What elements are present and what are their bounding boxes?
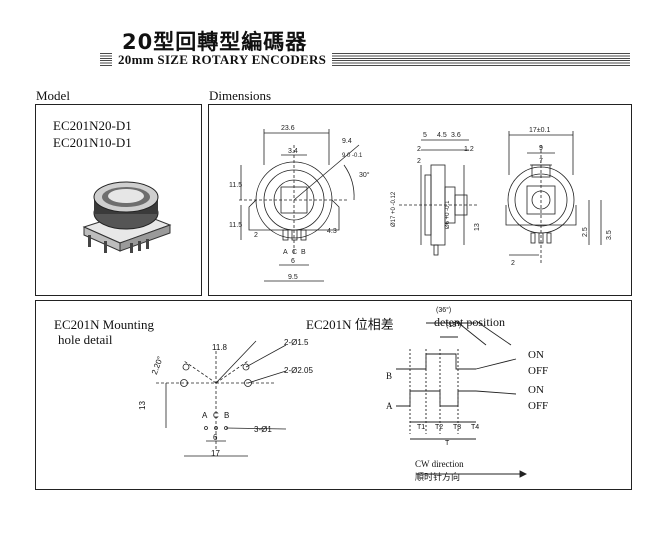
side-dim-d6: Ø6 +0 -0.1 (445, 200, 451, 229)
dimensions-panel: 23.6 9.4 9 0 -0.1 3.4 11.5 11.5 2 4.3 6 … (208, 104, 632, 296)
rear-dim-9: 9 (539, 145, 543, 152)
dim-9-5: 9.5 (288, 274, 298, 281)
side-dim-5: 5 (423, 132, 427, 139)
side-dim-2b: 2 (417, 158, 421, 165)
mount-pin-c: C (213, 411, 219, 420)
dim-3-4: 3.4 (288, 148, 298, 155)
mounting-title: EC201N Mounting (54, 317, 155, 332)
dim-23-6: 23.6 (281, 125, 295, 132)
b-on: ON (528, 349, 544, 361)
mount-dim-17: 17 (211, 449, 220, 458)
dim-11-5-top: 11.5 (229, 182, 242, 189)
side-dim-d17: Ø17 +0 -0.12 (391, 191, 397, 227)
t3: T3 (453, 424, 462, 431)
dim-6: 6 (291, 258, 295, 265)
mount-dim-6: 6 (213, 433, 218, 442)
t1: T1 (417, 424, 426, 431)
dim-angle: 30° (359, 171, 370, 179)
model-name-2: EC201N10-D1 (53, 135, 132, 150)
pin-c: C (292, 249, 297, 256)
side-dim-4-5: 4.5 (437, 132, 447, 139)
side-dim-3-6: 3.6 (451, 132, 461, 139)
mount-dim-13: 13 (137, 401, 147, 410)
mounting-subtitle: hole detail (58, 332, 113, 347)
model-label: Model (36, 88, 70, 103)
rear-dim-2-5: 2.5 (582, 227, 589, 237)
a-off: OFF (528, 400, 549, 412)
channel-a: A (386, 401, 393, 411)
dim-9: 9 0 -0.1 (342, 153, 363, 159)
mount-pin-b: B (224, 411, 230, 420)
t4: T4 (471, 424, 480, 431)
phase-title: EC201N 位相差 (306, 317, 394, 332)
cw-direction-cn: 順时针方向 (415, 473, 461, 483)
pin-a: A (283, 249, 288, 256)
rear-dim-3-5: 3.5 (606, 230, 613, 240)
mount-hole-2-05: 2-Ø2.05 (284, 366, 313, 375)
detent-label: detent position (434, 315, 505, 329)
model-name-1: EC201N20-D1 (53, 118, 132, 133)
rear-view (505, 131, 602, 265)
b-off: OFF (528, 365, 549, 377)
dimensions-label: Dimensions (209, 88, 272, 103)
mount-pin-a: A (202, 411, 208, 420)
a-on: ON (528, 384, 544, 396)
deg-36: (36°) (436, 307, 452, 314)
pin-b: B (301, 249, 306, 256)
t-total: T (445, 440, 450, 447)
side-dim-2a: 2 (417, 146, 421, 153)
rear-dim-7: 7 (539, 158, 543, 165)
side-dim-13: 13 (474, 223, 481, 231)
dim-2: 2 (254, 232, 258, 239)
dimension-drawings: 23.6 9.4 9 0 -0.1 3.4 11.5 11.5 2 4.3 6 … (229, 125, 613, 282)
dim-11-5-bottom: 11.5 (229, 222, 242, 229)
dim-4-3: 4.3 (327, 228, 337, 235)
mount-hole-1-5: 2-Ø1.5 (284, 338, 309, 347)
mounting-drawing (156, 340, 287, 457)
mount-hole-1: 3-Ø1 (254, 425, 272, 434)
title-english: 20mm SIZE ROTARY ENCODERS (112, 52, 333, 67)
cw-direction: CW direction (415, 459, 464, 469)
mount-dim-11-8: 11.8 (212, 343, 227, 352)
dim-9-4: 9.4 (342, 138, 352, 145)
title-chinese: 20型回轉型編碼器 (122, 30, 308, 54)
front-view (239, 129, 360, 282)
side-dim-1-2: 1.2 (464, 146, 474, 153)
phase-waveform (396, 320, 528, 478)
side-view (399, 139, 479, 256)
encoder-photo (82, 181, 172, 253)
rear-dim-2: 2 (511, 260, 515, 267)
model-panel: EC201N20-D1 EC201N10-D1 (35, 104, 202, 296)
deg-18: (18°) (446, 322, 462, 329)
t2: T2 (435, 424, 444, 431)
rear-dim-17: 17±0.1 (529, 127, 550, 134)
channel-b: B (386, 371, 393, 381)
bottom-panel: EC201N Mounting hole detail 11.8 2-Ø1.5 … (35, 300, 632, 490)
